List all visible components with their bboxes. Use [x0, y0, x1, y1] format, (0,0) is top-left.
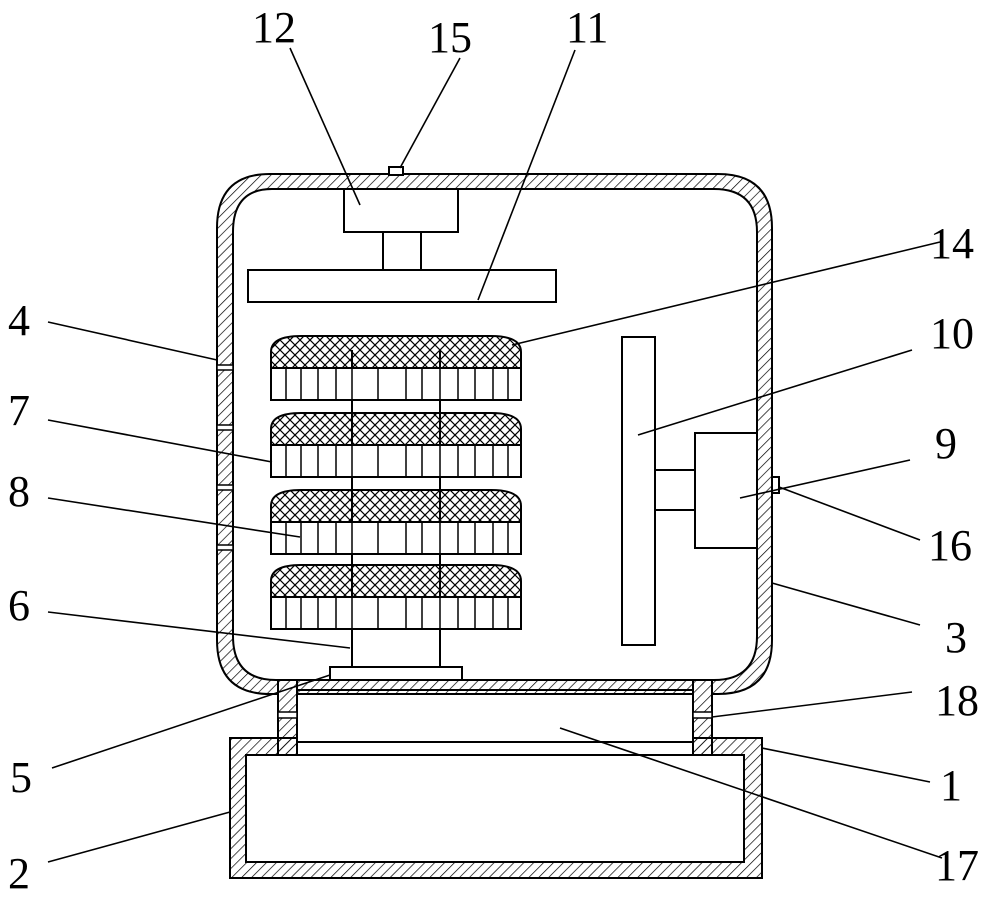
label-18: 18	[935, 676, 979, 725]
label-12: 12	[252, 3, 296, 52]
filter-disk	[270, 412, 522, 478]
filter-mesh	[270, 412, 522, 446]
label-6: 6	[8, 581, 30, 630]
main-housing	[216, 173, 773, 695]
side-switch	[771, 476, 780, 494]
label-15: 15	[428, 13, 472, 62]
filter-disk	[270, 564, 522, 630]
label-5: 5	[10, 753, 32, 802]
filter-disks	[270, 335, 522, 630]
reference-labels: 12 15 11 14 10 9 16 3 18 1 17 4 7 8 6 5 …	[8, 3, 979, 898]
label-14: 14	[930, 219, 974, 268]
label-3: 3	[945, 613, 967, 662]
disk-ring	[270, 596, 522, 630]
label-4: 4	[8, 296, 30, 345]
disk-ring	[270, 444, 522, 478]
base-housing	[229, 737, 763, 879]
label-9: 9	[935, 419, 957, 468]
filter-mesh	[270, 335, 522, 369]
top-switch	[388, 166, 404, 176]
filter-disk	[270, 489, 522, 555]
filter-mesh	[270, 489, 522, 523]
filter-mesh	[270, 564, 522, 598]
side-vents	[216, 364, 234, 551]
label-11: 11	[566, 3, 608, 52]
label-10: 10	[930, 309, 974, 358]
disk-ring	[270, 521, 522, 555]
label-17: 17	[935, 841, 979, 890]
label-7: 7	[8, 386, 30, 435]
label-1: 1	[940, 761, 962, 810]
label-8: 8	[8, 467, 30, 516]
bottom-plate-and-drive	[297, 666, 693, 743]
filter-disk	[270, 335, 522, 401]
side-motor-assembly	[621, 336, 758, 646]
label-16: 16	[928, 521, 972, 570]
top-motor-assembly	[247, 188, 557, 303]
disk-ring	[270, 367, 522, 401]
label-2: 2	[8, 849, 30, 898]
leader-lines	[47, 47, 943, 863]
